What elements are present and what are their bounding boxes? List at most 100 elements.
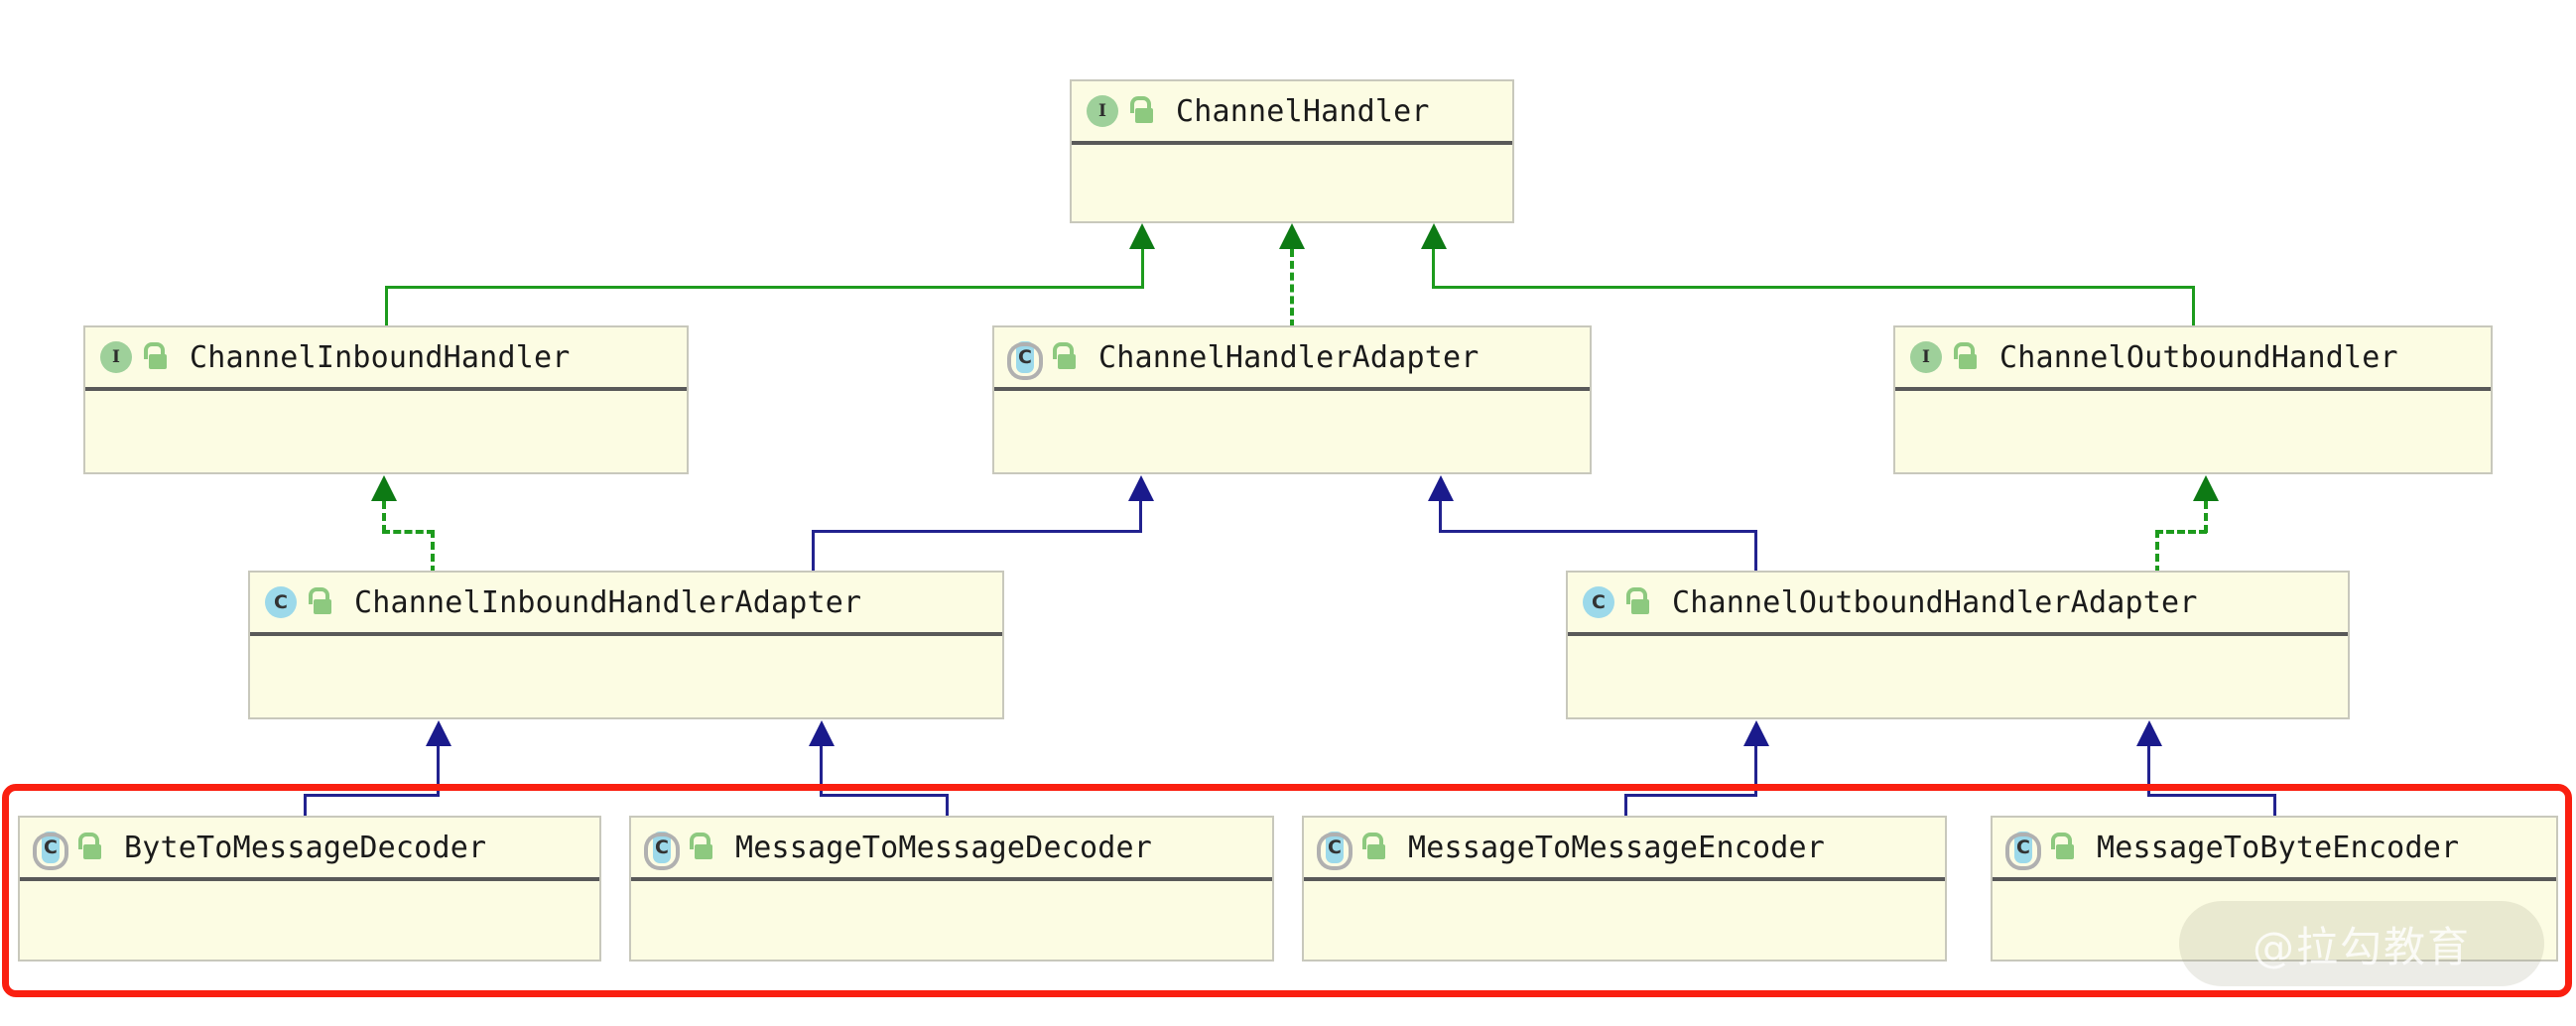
class-name: MessageToByteEncoder bbox=[2097, 830, 2460, 865]
uml-header: C ChannelHandlerAdapter bbox=[994, 327, 1590, 391]
padlock-shackle bbox=[1130, 96, 1151, 113]
abstract-class-icon-letter: C bbox=[1018, 346, 1032, 368]
edge-outbound-to-handler-horizontal bbox=[1432, 286, 2195, 289]
edge-messagetomessageencoder-drop bbox=[1754, 746, 1757, 797]
uml-class-messagetomessageencoder[interactable]: C MessageToMessageEncoder bbox=[1302, 816, 1947, 962]
class-icon: C bbox=[1582, 585, 1615, 619]
abstract-paren-left bbox=[1007, 342, 1025, 380]
abstract-paren-left bbox=[1317, 833, 1335, 870]
edge-outboundadapter-to-outbound-riser bbox=[2155, 530, 2159, 574]
open-padlock-icon bbox=[688, 833, 713, 862]
abstract-class-icon-letter: C bbox=[655, 836, 669, 858]
uml-class-channelinboundhandler[interactable]: I ChannelInboundHandler bbox=[83, 325, 689, 474]
edge-inbound-to-handler-drop bbox=[1141, 249, 1144, 289]
open-padlock-icon bbox=[1624, 587, 1650, 617]
abstract-class-icon-letter: C bbox=[2016, 836, 2030, 858]
abstract-paren-right bbox=[1335, 833, 1352, 870]
interface-icon-letter: I bbox=[1098, 101, 1106, 121]
uml-members-compartment bbox=[1304, 881, 1945, 960]
edge-outboundadapter-to-adapter-horizontal bbox=[1439, 530, 1757, 533]
arrowhead-outboundadapter-to-outbound bbox=[2193, 475, 2219, 501]
padlock-shackle bbox=[309, 587, 329, 604]
arrowhead-inbound-to-handler bbox=[1129, 223, 1155, 249]
arrowhead-bytetomessagedecoder bbox=[426, 720, 451, 746]
watermark: @拉勾教育 bbox=[2179, 901, 2544, 986]
padlock-body bbox=[1058, 354, 1076, 369]
uml-header: I ChannelOutboundHandler bbox=[1895, 327, 2491, 391]
arrowhead-outbound-to-handler bbox=[1421, 223, 1447, 249]
uml-class-channelinboundhandleradapter[interactable]: C ChannelInboundHandlerAdapter bbox=[248, 571, 1004, 719]
edge-adapter-to-handler bbox=[1290, 249, 1294, 327]
uml-class-bytetomessagedecoder[interactable]: C ByteToMessageDecoder bbox=[18, 816, 601, 962]
abstract-paren-right bbox=[2023, 833, 2041, 870]
uml-header: C MessageToMessageDecoder bbox=[631, 818, 1272, 881]
arrowhead-messagetomessageencoder bbox=[1743, 720, 1769, 746]
edge-bytetomessagedecoder-horizontal bbox=[304, 794, 439, 797]
class-name: ChannelInboundHandlerAdapter bbox=[354, 584, 862, 620]
open-padlock-icon bbox=[76, 833, 102, 862]
abstract-class-icon: C bbox=[2005, 831, 2041, 870]
edge-inbound-to-handler-horizontal bbox=[385, 286, 1144, 289]
uml-class-channeloutboundhandler[interactable]: I ChannelOutboundHandler bbox=[1893, 325, 2493, 474]
arrowhead-messagetobyteencoder bbox=[2136, 720, 2162, 746]
uml-header: C MessageToMessageEncoder bbox=[1304, 818, 1945, 881]
uml-class-channelhandler[interactable]: I ChannelHandler bbox=[1070, 79, 1514, 223]
open-padlock-icon bbox=[1051, 342, 1077, 372]
edge-inboundadapter-to-inbound-drop bbox=[382, 501, 386, 533]
open-padlock-icon bbox=[2049, 833, 2075, 862]
padlock-body bbox=[1367, 844, 1385, 859]
arrowhead-messagetomessagedecoder bbox=[809, 720, 835, 746]
class-name: ChannelInboundHandler bbox=[190, 339, 571, 375]
edge-outboundadapter-to-outbound-drop bbox=[2204, 501, 2208, 533]
uml-class-channelhandleradapter[interactable]: C ChannelHandlerAdapter bbox=[992, 325, 1592, 474]
abstract-class-icon-letter: C bbox=[44, 836, 58, 858]
interface-icon: I bbox=[1086, 94, 1119, 128]
edge-inboundadapter-to-adapter-horizontal bbox=[812, 530, 1142, 533]
uml-members-compartment bbox=[20, 881, 599, 960]
abstract-class-icon: C bbox=[1007, 340, 1043, 380]
uml-class-messagetobyteencoder[interactable]: C MessageToByteEncoder bbox=[1991, 816, 2558, 962]
abstract-paren-right bbox=[51, 833, 68, 870]
edge-messagetomessagedecoder-riser bbox=[946, 794, 949, 822]
open-padlock-icon bbox=[307, 587, 332, 617]
uml-members-compartment bbox=[994, 391, 1590, 472]
edge-inboundadapter-to-adapter-drop bbox=[1139, 501, 1142, 533]
padlock-body bbox=[314, 599, 331, 614]
arrowhead-inboundadapter-to-inbound bbox=[371, 475, 397, 501]
padlock-shackle bbox=[1626, 587, 1647, 604]
class-name: ChannelHandlerAdapter bbox=[1098, 339, 1480, 375]
padlock-body bbox=[83, 844, 101, 859]
open-padlock-icon bbox=[1360, 833, 1386, 862]
edge-outboundadapter-to-adapter-drop bbox=[1439, 501, 1442, 533]
abstract-paren-right bbox=[1025, 342, 1043, 380]
edge-outbound-to-handler-riser bbox=[2192, 286, 2195, 327]
edge-outbound-to-handler-drop bbox=[1432, 249, 1435, 289]
abstract-paren-right bbox=[662, 833, 680, 870]
edge-messagetobyteencoder-horizontal bbox=[2147, 794, 2276, 797]
padlock-shackle bbox=[1053, 342, 1074, 359]
abstract-class-icon: C bbox=[644, 831, 680, 870]
padlock-shackle bbox=[690, 833, 710, 849]
arrowhead-outboundadapter-to-adapter bbox=[1428, 475, 1454, 501]
edge-messagetobyteencoder-drop bbox=[2147, 746, 2150, 797]
interface-icon: I bbox=[1909, 340, 1943, 374]
uml-header: I ChannelInboundHandler bbox=[85, 327, 687, 391]
edge-inboundadapter-to-adapter-riser bbox=[812, 530, 815, 574]
uml-members-compartment bbox=[85, 391, 687, 472]
abstract-class-icon-letter: C bbox=[1328, 836, 1342, 858]
uml-members-compartment bbox=[250, 636, 1002, 717]
uml-class-channeloutboundhandleradapter[interactable]: C ChannelOutboundHandlerAdapter bbox=[1566, 571, 2350, 719]
padlock-body bbox=[1135, 108, 1153, 123]
padlock-body bbox=[1631, 599, 1649, 614]
edge-inboundadapter-to-inbound-riser bbox=[431, 530, 435, 574]
open-padlock-icon bbox=[142, 342, 168, 372]
uml-class-messagetomessagedecoder[interactable]: C MessageToMessageDecoder bbox=[629, 816, 1274, 962]
interface-icon: I bbox=[99, 340, 133, 374]
class-name: ChannelOutboundHandler bbox=[1999, 339, 2398, 375]
arrowhead-adapter-to-handler bbox=[1279, 223, 1305, 249]
edge-messagetomessagedecoder-horizontal bbox=[820, 794, 949, 797]
uml-members-compartment bbox=[1072, 145, 1512, 221]
edge-bytetomessagedecoder-riser bbox=[304, 794, 307, 822]
edge-messagetomessageencoder-riser bbox=[1624, 794, 1627, 822]
